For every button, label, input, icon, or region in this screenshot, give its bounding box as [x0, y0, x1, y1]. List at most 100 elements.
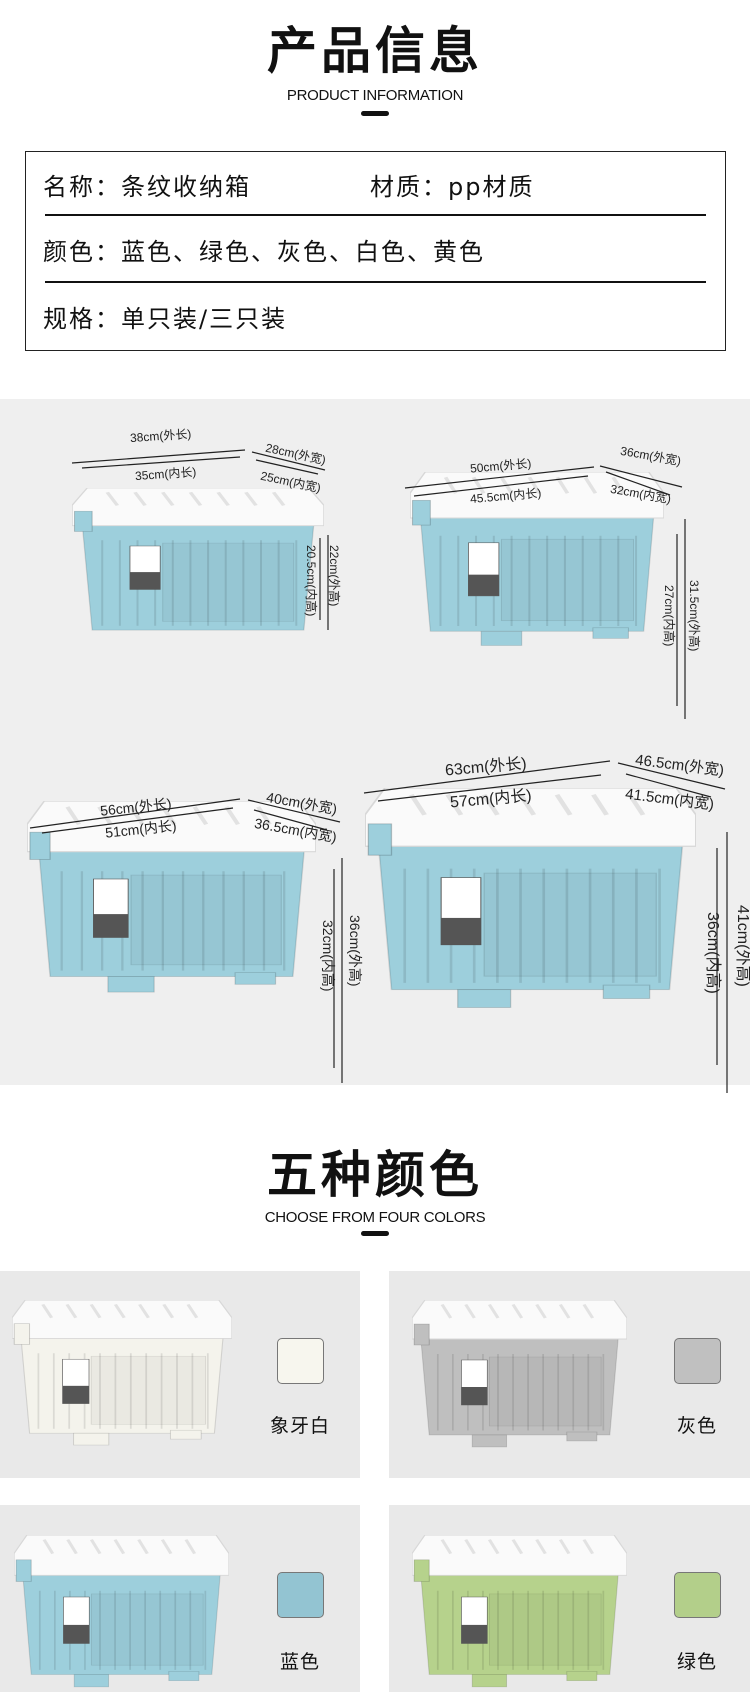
lid-stripe — [216, 491, 230, 506]
box-drawing — [71, 487, 325, 631]
box-drawing — [409, 471, 665, 646]
lid-stripe — [591, 794, 609, 816]
box-foot — [234, 972, 277, 985]
lid-stripe — [97, 806, 113, 825]
size2-outer-height: 31.5cm(外高) — [687, 580, 701, 652]
box-label-barcode — [461, 1387, 488, 1405]
box-image-size-1 — [71, 487, 325, 633]
lid-stripe — [440, 1304, 453, 1319]
lid-stripe — [271, 491, 286, 506]
lid-stripe — [89, 1303, 102, 1319]
box-foot — [73, 1432, 110, 1446]
color-label-gray: 灰色 — [676, 1415, 717, 1437]
box-image-size-4 — [364, 787, 697, 1012]
lid-stripe — [511, 1539, 524, 1555]
color-label-green: 绿色 — [676, 1651, 717, 1673]
title-underline — [361, 1231, 389, 1236]
lid-stripe — [244, 491, 258, 506]
box-label-barcode — [129, 572, 161, 590]
lid-stripe — [256, 806, 272, 825]
box-handle-clip — [413, 1323, 430, 1346]
box-handle-clip — [13, 1323, 31, 1345]
size2-inner-height: 27cm(内高) — [662, 585, 676, 647]
swatch-blue[interactable] — [277, 1572, 324, 1618]
lid-stripe — [160, 491, 175, 506]
box-handle-clip — [74, 510, 93, 532]
colors-title: 五种颜色 — [267, 1146, 483, 1204]
lid-stripe — [138, 1303, 150, 1319]
lid-stripe — [133, 491, 147, 506]
lid-stripe — [487, 1304, 500, 1319]
box-drawing — [13, 1534, 230, 1688]
title-underline — [361, 111, 389, 116]
box-handle-clip — [29, 831, 51, 860]
box-label-barcode — [461, 1624, 488, 1644]
box-foot — [471, 1674, 508, 1688]
lid-stripe — [188, 491, 203, 506]
info-colors: 颜色：蓝色、绿色、灰色、白色、黄色 — [43, 238, 485, 266]
box-front-panel — [90, 1355, 207, 1425]
lid-stripe — [511, 1304, 524, 1319]
box-drawing — [411, 1299, 628, 1448]
divider — [45, 281, 706, 283]
lid-stripe — [611, 476, 626, 494]
lid-stripe — [518, 794, 537, 816]
lid-stripe — [583, 476, 598, 494]
lid-stripe — [464, 1539, 476, 1555]
box-foot — [480, 630, 523, 646]
lid-stripe — [558, 1304, 571, 1319]
lid-stripe — [445, 794, 464, 816]
color-label-blue: 蓝色 — [279, 1651, 320, 1673]
box-handle-clip — [413, 1559, 430, 1582]
lid-stripe — [186, 1303, 199, 1319]
lid-stripe — [113, 1303, 126, 1319]
lid-stripe — [409, 794, 427, 816]
lid-stripe — [89, 1539, 102, 1555]
box-drawing — [26, 800, 317, 993]
info-material: 材质：pp材质 — [370, 173, 535, 201]
lid-stripe — [464, 1304, 476, 1319]
lid-stripe — [105, 491, 120, 506]
size3-outer-height: 36cm(外高) — [347, 915, 363, 987]
box-drawing — [411, 1534, 628, 1688]
info-subtitle: PRODUCT INFORMATION — [286, 87, 464, 104]
divider — [45, 214, 706, 216]
lid-stripe — [527, 476, 542, 494]
box-handle-clip — [367, 823, 393, 856]
box-foot — [168, 1671, 200, 1682]
colors-subtitle: CHOOSE FROM FOUR COLORS — [264, 1209, 486, 1226]
box-handle-clip — [412, 499, 431, 526]
box-drawing — [11, 1299, 233, 1446]
box-image-size-2 — [409, 471, 665, 649]
lid-stripe — [66, 1539, 78, 1555]
lid-stripe — [481, 794, 500, 816]
box-label-barcode — [62, 1385, 89, 1404]
info-title: 产品信息 — [267, 22, 483, 80]
lid-stripe — [129, 806, 145, 825]
box-image-gray — [411, 1299, 628, 1450]
lid-stripe — [582, 1539, 595, 1555]
box-foot — [107, 976, 155, 993]
lid-stripe — [224, 806, 240, 825]
color-label-ivory: 象牙白 — [269, 1415, 330, 1437]
box-front-panel — [488, 1593, 602, 1666]
box-image-blue — [13, 1534, 230, 1690]
box-front-panel — [500, 538, 635, 622]
box-front-panel — [130, 874, 282, 966]
swatch-gray[interactable] — [674, 1338, 721, 1384]
lid-stripe — [113, 1539, 126, 1555]
size1-inner-height: 20.5cm(内高) — [304, 545, 318, 617]
box-front-panel — [90, 1593, 204, 1666]
lid-stripe — [65, 1303, 78, 1319]
box-image-ivory — [11, 1299, 233, 1448]
box-drawing — [364, 787, 697, 1008]
swatch-ivory[interactable] — [277, 1338, 324, 1384]
lid-stripe — [554, 794, 573, 816]
box-foot — [471, 1434, 508, 1448]
swatch-green[interactable] — [674, 1572, 721, 1618]
product-info-table: 名称：条纹收纳箱 材质：pp材质 颜色：蓝色、绿色、灰色、白色、黄色 规格：单只… — [25, 151, 726, 351]
box-image-green — [411, 1534, 628, 1690]
lid-stripe — [160, 1539, 173, 1555]
box-foot — [592, 627, 629, 639]
dimension-lines — [29, 449, 728, 1093]
